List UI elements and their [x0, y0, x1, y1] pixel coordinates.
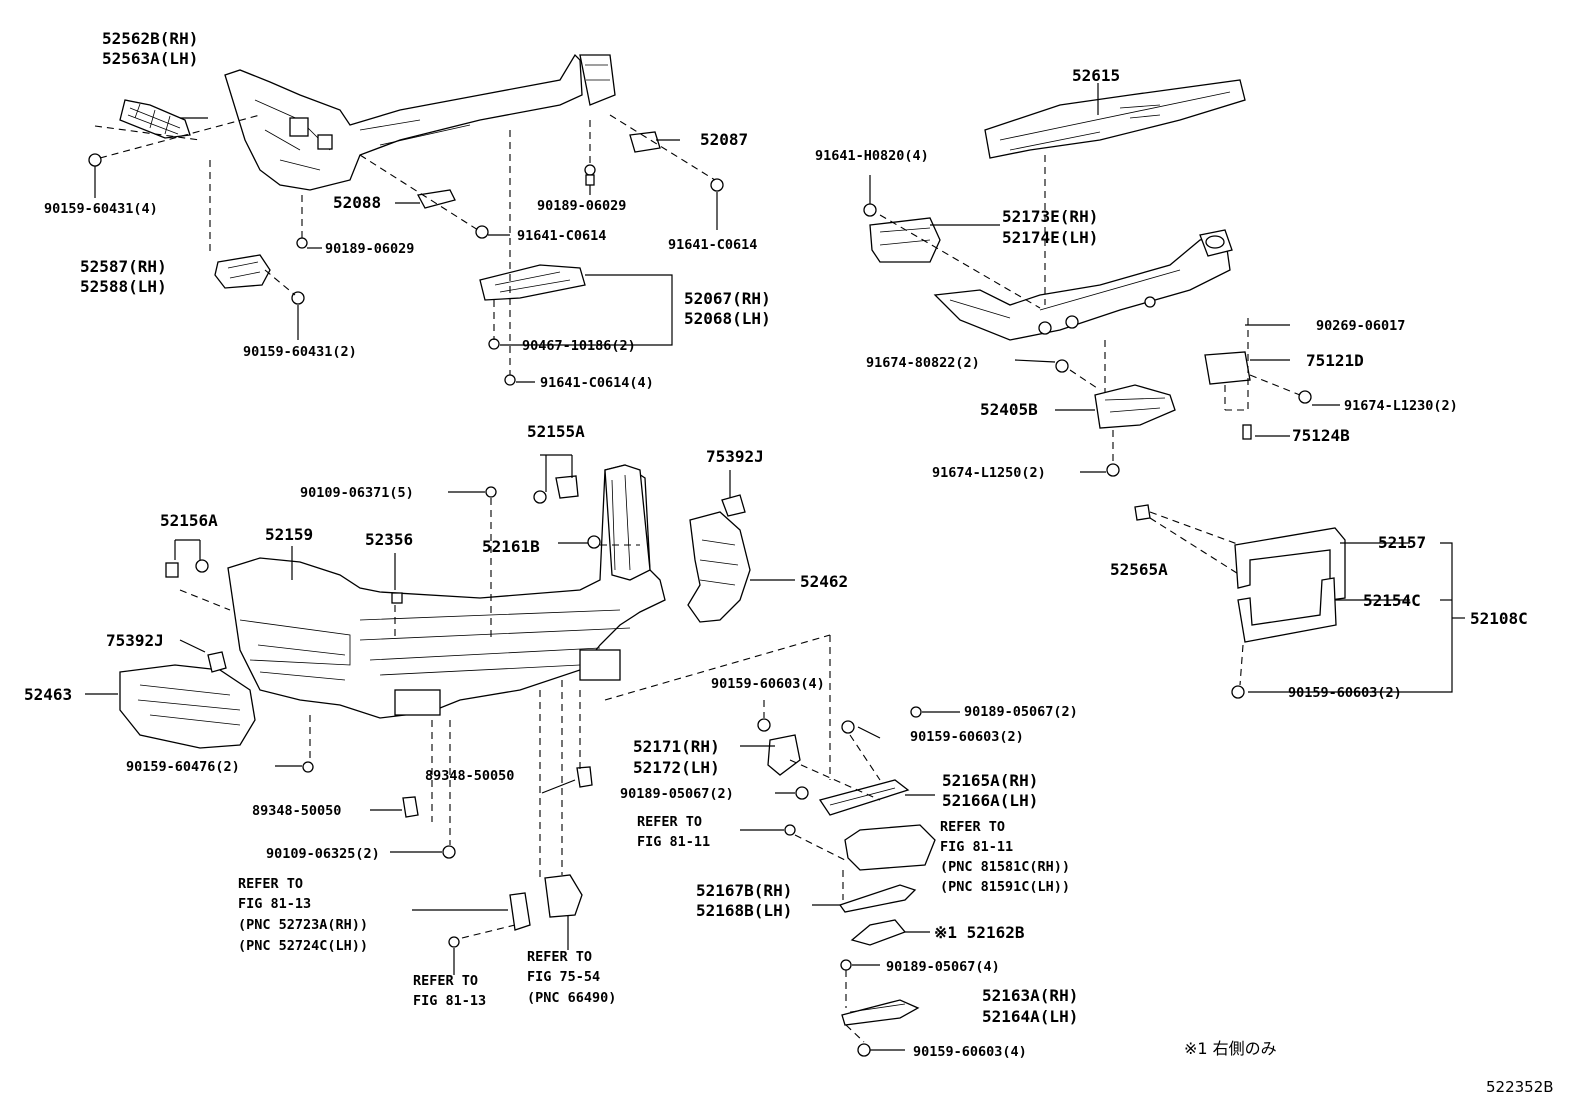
label-90109-06325: 90109-06325(2) [266, 846, 380, 862]
label-52356: 52356 [365, 530, 413, 549]
label-89348-50050-a: 89348-50050 [425, 768, 514, 784]
label-52166a: 52166A(LH) [942, 791, 1038, 810]
label-52165a: 52165A(RH) [942, 771, 1038, 790]
label-90159-60603-4b: 90159-60603(4) [913, 1044, 1027, 1060]
label-52174e: 52174E(LH) [1002, 228, 1098, 247]
label-52162b: ※1 52162B [934, 923, 1025, 942]
footnote-right-side-only: ※1 右側のみ [1184, 1039, 1277, 1058]
ref-81-13a-line4: (PNC 52724C(LH)) [238, 938, 368, 954]
drawing-license-plate-bracket [1134, 504, 1346, 699]
label-91674-80822: 91674-80822(2) [866, 355, 980, 371]
label-90467-10186: 90467-10186(2) [522, 338, 636, 354]
reference-notes: REFER TO FIG 81-11 REFER TO FIG 81-11 (P… [238, 814, 1070, 1009]
label-52171: 52171(RH) [633, 737, 720, 756]
diagram-code: 522352B [1486, 1078, 1554, 1096]
ref-81-11a-line2: FIG 81-11 [637, 834, 710, 850]
ref-75-54-line1: REFER TO [527, 949, 592, 965]
label-52463: 52463 [24, 685, 72, 704]
label-52155a: 52155A [527, 422, 585, 441]
ref-75-54-line3: (PNC 66490) [527, 990, 616, 1006]
label-90269-06017: 90269-06017 [1316, 318, 1405, 334]
ref-81-13a-line1: REFER TO [238, 876, 303, 892]
label-91674-l1230: 91674-L1230(2) [1344, 398, 1458, 414]
label-52154c: 52154C [1363, 591, 1421, 610]
label-89348-50050-b: 89348-50050 [252, 803, 341, 819]
drawing-upper-right-reinforcement [863, 79, 1312, 477]
label-91674-l1250: 91674-L1250(2) [932, 465, 1046, 481]
label-75121d: 75121D [1306, 351, 1364, 370]
footer: ※1 右側のみ 522352B [1184, 1039, 1554, 1096]
label-90159-60603-4a: 90159-60603(4) [711, 676, 825, 692]
label-52159: 52159 [265, 525, 313, 544]
label-90189-05067-4: 90189-05067(4) [886, 959, 1000, 975]
label-91641-c0614-b: 91641-C0614 [668, 237, 757, 253]
label-52088: 52088 [333, 193, 381, 212]
ref-81-13a-line3: (PNC 52723A(RH)) [238, 917, 368, 933]
drawing-step-and-covers [757, 706, 936, 1057]
drawing-main-bumper [227, 464, 666, 719]
label-90189-06029-a: 90189-06029 [325, 241, 414, 257]
ref-81-13b-line2: FIG 81-13 [413, 993, 486, 1009]
ref-81-11b-line2: FIG 81-11 [940, 839, 1013, 855]
label-52615: 52615 [1072, 66, 1120, 85]
label-52168b: 52168B(LH) [696, 901, 792, 920]
ref-81-11b-line4: (PNC 81591C(LH)) [940, 879, 1070, 895]
ref-81-11b-line3: (PNC 81581C(RH)) [940, 859, 1070, 875]
label-90189-05067-2b: 90189-05067(2) [620, 786, 734, 802]
label-52068: 52068(LH) [684, 309, 771, 328]
label-52087: 52087 [700, 130, 748, 149]
label-90189-05067-2a: 90189-05067(2) [964, 704, 1078, 720]
label-90159-60603-2a: 90159-60603(2) [910, 729, 1024, 745]
ref-81-13b-line1: REFER TO [413, 973, 478, 989]
label-52167b: 52167B(RH) [696, 881, 792, 900]
ref-81-11a-line1: REFER TO [637, 814, 702, 830]
ref-81-13a-line2: FIG 81-13 [238, 896, 311, 912]
label-52588: 52588(LH) [80, 277, 167, 296]
ref-75-54-line2: FIG 75-54 [527, 969, 600, 985]
label-52157: 52157 [1378, 533, 1426, 552]
label-52173e: 52173E(RH) [1002, 207, 1098, 226]
label-52462: 52462 [800, 572, 848, 591]
drawing-bumper-ends-and-caps [119, 475, 751, 749]
label-90189-06029-b: 90189-06029 [537, 198, 626, 214]
label-90159-60431-4: 90159-60431(4) [44, 201, 158, 217]
label-52562b: 52562B(RH) [102, 29, 198, 48]
label-52163a: 52163A(RH) [982, 986, 1078, 1005]
label-52108c: 52108C [1470, 609, 1528, 628]
label-75124b: 75124B [1292, 426, 1350, 445]
ref-81-11b-line1: REFER TO [940, 819, 1005, 835]
label-90109-06371: 90109-06371(5) [300, 485, 414, 501]
label-52067: 52067(RH) [684, 289, 771, 308]
drawing-upper-left-bumper-reinforcement [119, 53, 616, 191]
label-91641-c0614-a: 91641-C0614 [517, 228, 606, 244]
label-52565a: 52565A [1110, 560, 1168, 579]
label-91641-h0820: 91641-H0820(4) [815, 148, 929, 164]
label-75392j-b: 75392J [106, 631, 164, 650]
label-52405b: 52405B [980, 400, 1038, 419]
label-90159-60476: 90159-60476(2) [126, 759, 240, 775]
label-90159-60603-2b: 90159-60603(2) [1288, 685, 1402, 701]
label-91641-c0614-4: 91641-C0614(4) [540, 375, 654, 391]
label-90159-60431-2: 90159-60431(2) [243, 344, 357, 360]
drawing-small-brackets-top [214, 131, 661, 301]
label-75392j-a: 75392J [706, 447, 764, 466]
drawing-lower-brackets [302, 486, 601, 948]
label-52156a: 52156A [160, 511, 218, 530]
part-labels: 52562B(RH) 52563A(LH) 90159-60431(4) 520… [24, 29, 1528, 1060]
leader-lines [85, 83, 1465, 1051]
label-52563a: 52563A(LH) [102, 49, 198, 68]
label-52587: 52587(RH) [80, 257, 167, 276]
label-52172: 52172(LH) [633, 758, 720, 777]
label-52161b: 52161B [482, 537, 540, 556]
label-52164a: 52164A(LH) [982, 1007, 1078, 1026]
